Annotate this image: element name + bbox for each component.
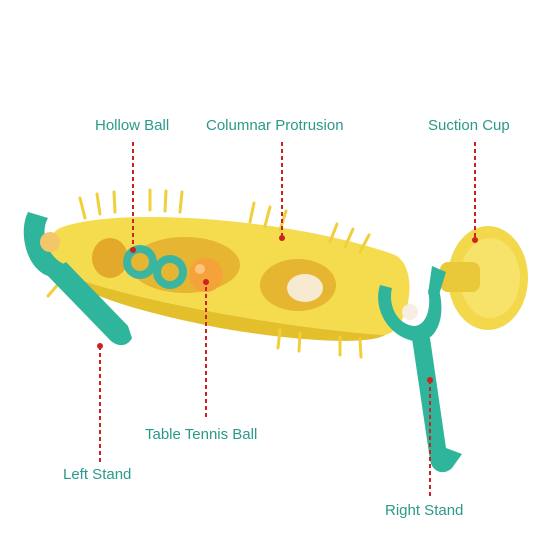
right-stand-shape xyxy=(378,266,462,473)
table-tennis-ball-shape xyxy=(189,258,223,292)
leader-dot-suction-cup xyxy=(472,237,478,243)
label-columnar-protrusion: Columnar Protrusion xyxy=(206,117,344,134)
leader-dot-hollow-ball xyxy=(130,247,136,253)
hollow-ball-shape xyxy=(123,245,187,289)
leader-lines xyxy=(99,142,476,498)
label-table-tennis-ball: Table Tennis Ball xyxy=(145,426,258,443)
label-suction-cup: Suction Cup xyxy=(428,117,510,134)
leader-dot-left-stand xyxy=(97,343,103,349)
leader-dot-columnar-protrusion xyxy=(279,235,285,241)
leader-dot-right-stand xyxy=(427,377,433,383)
leader-dot-table-tennis-ball xyxy=(203,279,209,285)
suction-cup-shape xyxy=(440,226,528,330)
columnar-protrusion-spikes xyxy=(46,188,371,359)
left-stand-shape xyxy=(23,212,132,346)
label-hollow-ball: Hollow Ball xyxy=(95,117,170,134)
label-right-stand: Right Stand xyxy=(385,502,464,519)
leader-dots xyxy=(97,235,478,383)
label-left-stand: Left Stand xyxy=(63,466,132,483)
